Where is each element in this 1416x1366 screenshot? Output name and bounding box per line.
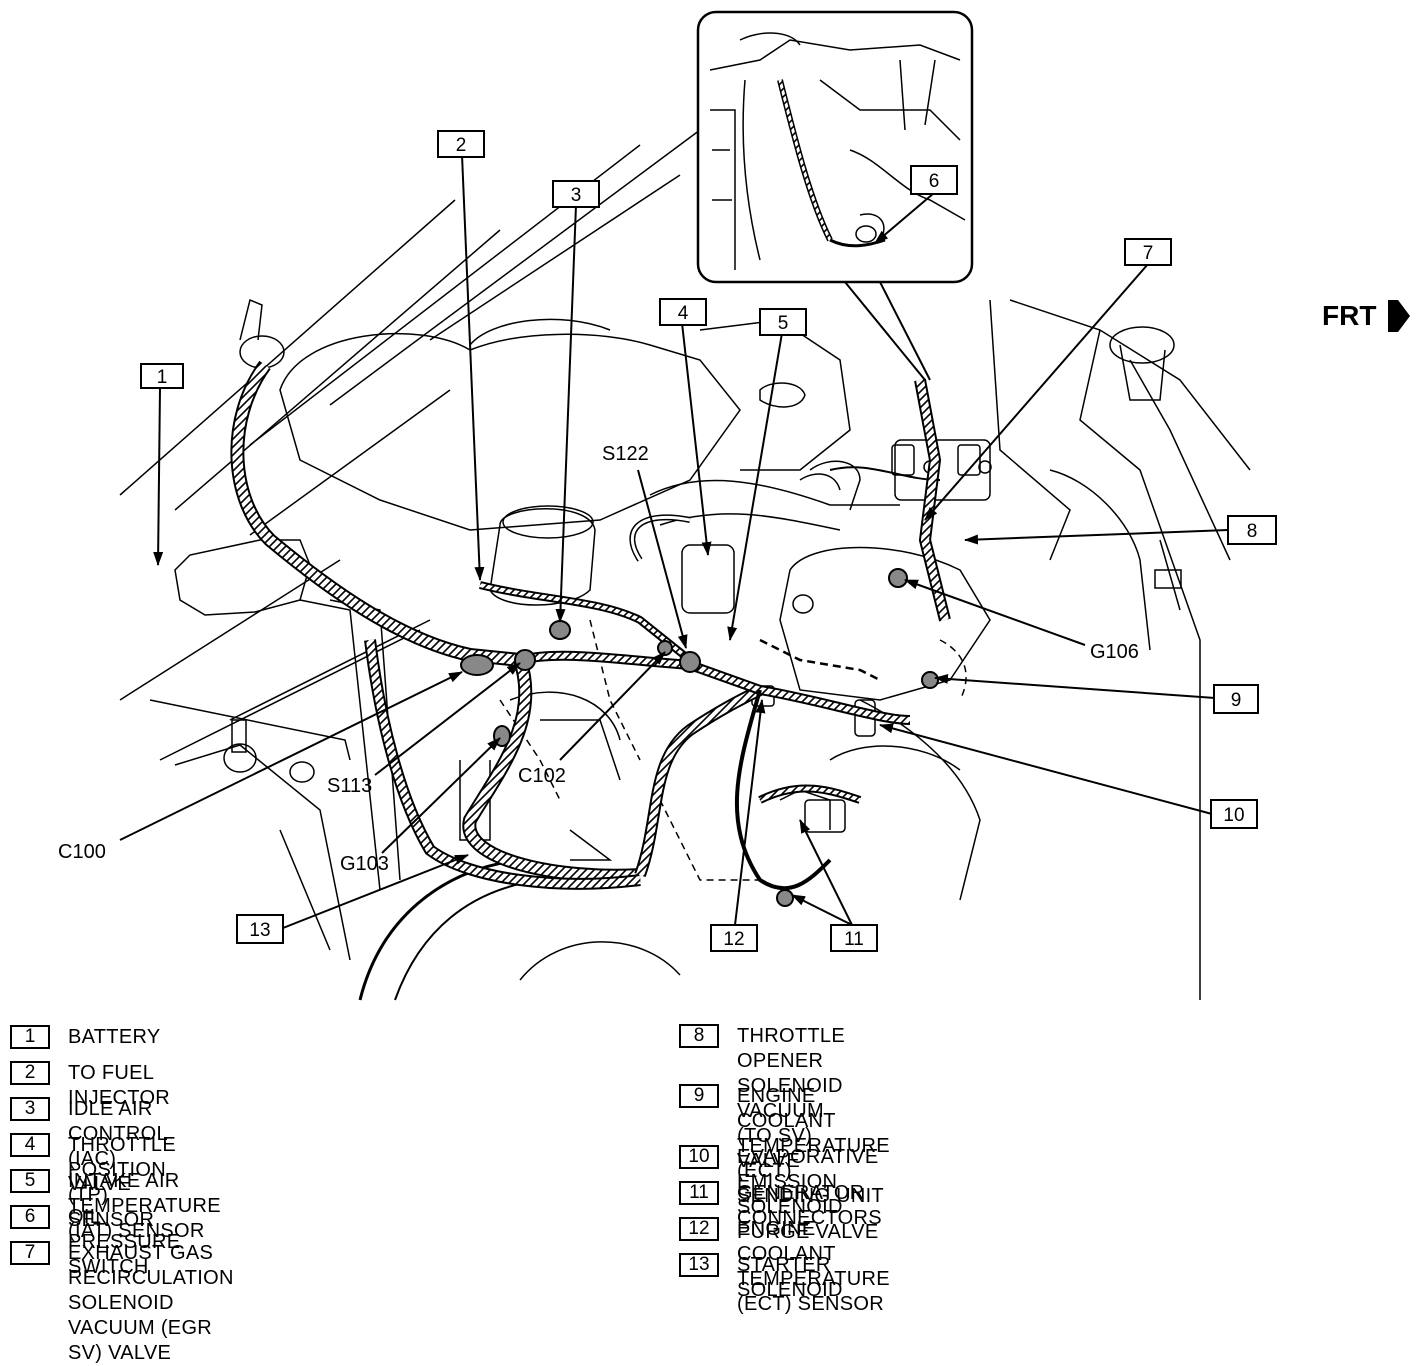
legend-number: 4	[10, 1133, 50, 1157]
label-c102: C102	[518, 765, 566, 787]
legend-number: 6	[10, 1205, 50, 1229]
label-s122: S122	[602, 443, 649, 465]
connector-labels: S122 G106 C102 S113 C100 G103	[58, 443, 1139, 875]
legend-label: GENERATOR CONNECTORS	[737, 1182, 882, 1229]
leader-lines	[119, 154, 1229, 929]
svg-text:4: 4	[678, 303, 689, 324]
legend-number: 9	[679, 1084, 719, 1108]
legend-item-9: 9 ENGINE COOLANT TEMPERATURE (ECT) SENDI…	[679, 1084, 890, 1209]
legend-number: 3	[10, 1097, 50, 1121]
legend-item-13: 13 STARTER SOLENOID	[679, 1253, 843, 1303]
legend-label: ENGINE COOLANT TEMPERATURE (ECT) SENSOR	[737, 1218, 890, 1315]
legend-number: 10	[679, 1145, 719, 1169]
callout-8: 8	[1227, 515, 1277, 545]
label-g103: G103	[340, 853, 389, 875]
legend-item-6: 6 OIL PRESSURE SWITCH	[10, 1205, 180, 1280]
legend-item-2: 2 TO FUEL INJECTOR	[10, 1061, 170, 1111]
legend-label: STARTER SOLENOID	[737, 1254, 843, 1301]
legend-item-4: 4 THROTTLE POSITION (TP) SENSOR	[10, 1133, 176, 1233]
legend-number: 11	[679, 1181, 719, 1205]
engine-wiring-diagram: FRT 1 2 3 4 5 6 7 8 9 10 11	[58, 10, 1410, 1001]
legend-label: TO FUEL INJECTOR	[68, 1062, 171, 1109]
legend-item-3: 3 IDLE AIR CONTROL (IAC) VALVE	[10, 1097, 167, 1197]
legend-number: 2	[10, 1061, 50, 1085]
label-g106: G106	[1090, 641, 1139, 663]
label-c100: C100	[58, 841, 106, 863]
legend-item-5: 5 INTAKE AIR TEMPERATURE (IAT) SENSOR	[10, 1169, 221, 1244]
legend-label: ENGINE COOLANT TEMPERATURE (ECT) SENDING…	[737, 1085, 890, 1207]
callout-3: 3	[552, 180, 600, 208]
legend-number: 5	[10, 1169, 50, 1193]
legend-item-10: 10 EVAPORATIVE EMISSION SOLENOID PURGE V…	[679, 1145, 878, 1245]
svg-text:7: 7	[1143, 243, 1154, 264]
legend-item-7: 7 EXHAUST GAS RECIRCULATION SOLENOID VAC…	[10, 1241, 234, 1366]
svg-text:11: 11	[844, 929, 864, 950]
callout-13: 13	[236, 914, 284, 944]
svg-text:13: 13	[249, 920, 270, 941]
legend-label: OIL PRESSURE SWITCH	[68, 1206, 181, 1278]
legend-number: 7	[10, 1241, 50, 1265]
legend-item-11: 11 GENERATOR CONNECTORS	[679, 1181, 882, 1231]
legend-number: 8	[679, 1024, 719, 1048]
callout-5: 5	[759, 308, 807, 336]
label-s113: S113	[327, 775, 372, 797]
legend-label: THROTTLE POSITION (TP) SENSOR	[68, 1134, 176, 1231]
callout-6: 6	[910, 165, 958, 195]
callout-2: 2	[437, 130, 485, 158]
svg-text:1: 1	[157, 367, 168, 388]
legend-label: INTAKE AIR TEMPERATURE (IAT) SENSOR	[68, 1170, 221, 1242]
legend-label: IDLE AIR CONTROL (IAC) VALVE	[68, 1098, 168, 1195]
svg-text:10: 10	[1223, 805, 1244, 826]
legend-number: 12	[679, 1217, 719, 1241]
callout-1: 1	[140, 363, 184, 389]
callout-10: 10	[1210, 799, 1258, 829]
legend-number: 1	[10, 1025, 50, 1049]
svg-text:2: 2	[456, 135, 467, 156]
svg-text:9: 9	[1231, 690, 1242, 711]
callout-boxes: 1 2 3 4 5 6 7 8 9 10 11 12 13	[140, 130, 1277, 952]
legend-item-12: 12 ENGINE COOLANT TEMPERATURE (ECT) SENS…	[679, 1217, 890, 1317]
legend-label: EVAPORATIVE EMISSION SOLENOID PURGE VALV…	[737, 1146, 879, 1243]
callout-11: 11	[830, 924, 878, 952]
callout-4: 4	[659, 298, 707, 326]
front-arrow-icon	[1388, 300, 1410, 332]
callout-7: 7	[1124, 238, 1172, 266]
legend-number: 13	[679, 1253, 719, 1277]
svg-text:5: 5	[778, 313, 789, 334]
svg-text:6: 6	[929, 171, 940, 192]
svg-text:8: 8	[1247, 521, 1258, 542]
legend-label: BATTERY	[68, 1026, 161, 1048]
svg-text:12: 12	[723, 929, 744, 950]
legend-item-1: 1 BATTERY	[10, 1025, 161, 1050]
wiring-harness	[230, 360, 951, 907]
engine-bay-artwork	[119, 129, 1251, 1001]
front-direction-label: FRT	[1322, 300, 1376, 331]
callout-12: 12	[710, 924, 758, 952]
svg-text:3: 3	[571, 185, 582, 206]
callout-9: 9	[1213, 684, 1259, 714]
legend-label: THROTTLE OPENER SOLENOID VACUUM (TO SV) …	[737, 1025, 845, 1172]
legend-item-8: 8 THROTTLE OPENER SOLENOID VACUUM (TO SV…	[679, 1024, 845, 1174]
legend-label: EXHAUST GAS RECIRCULATION SOLENOID VACUU…	[68, 1242, 234, 1364]
